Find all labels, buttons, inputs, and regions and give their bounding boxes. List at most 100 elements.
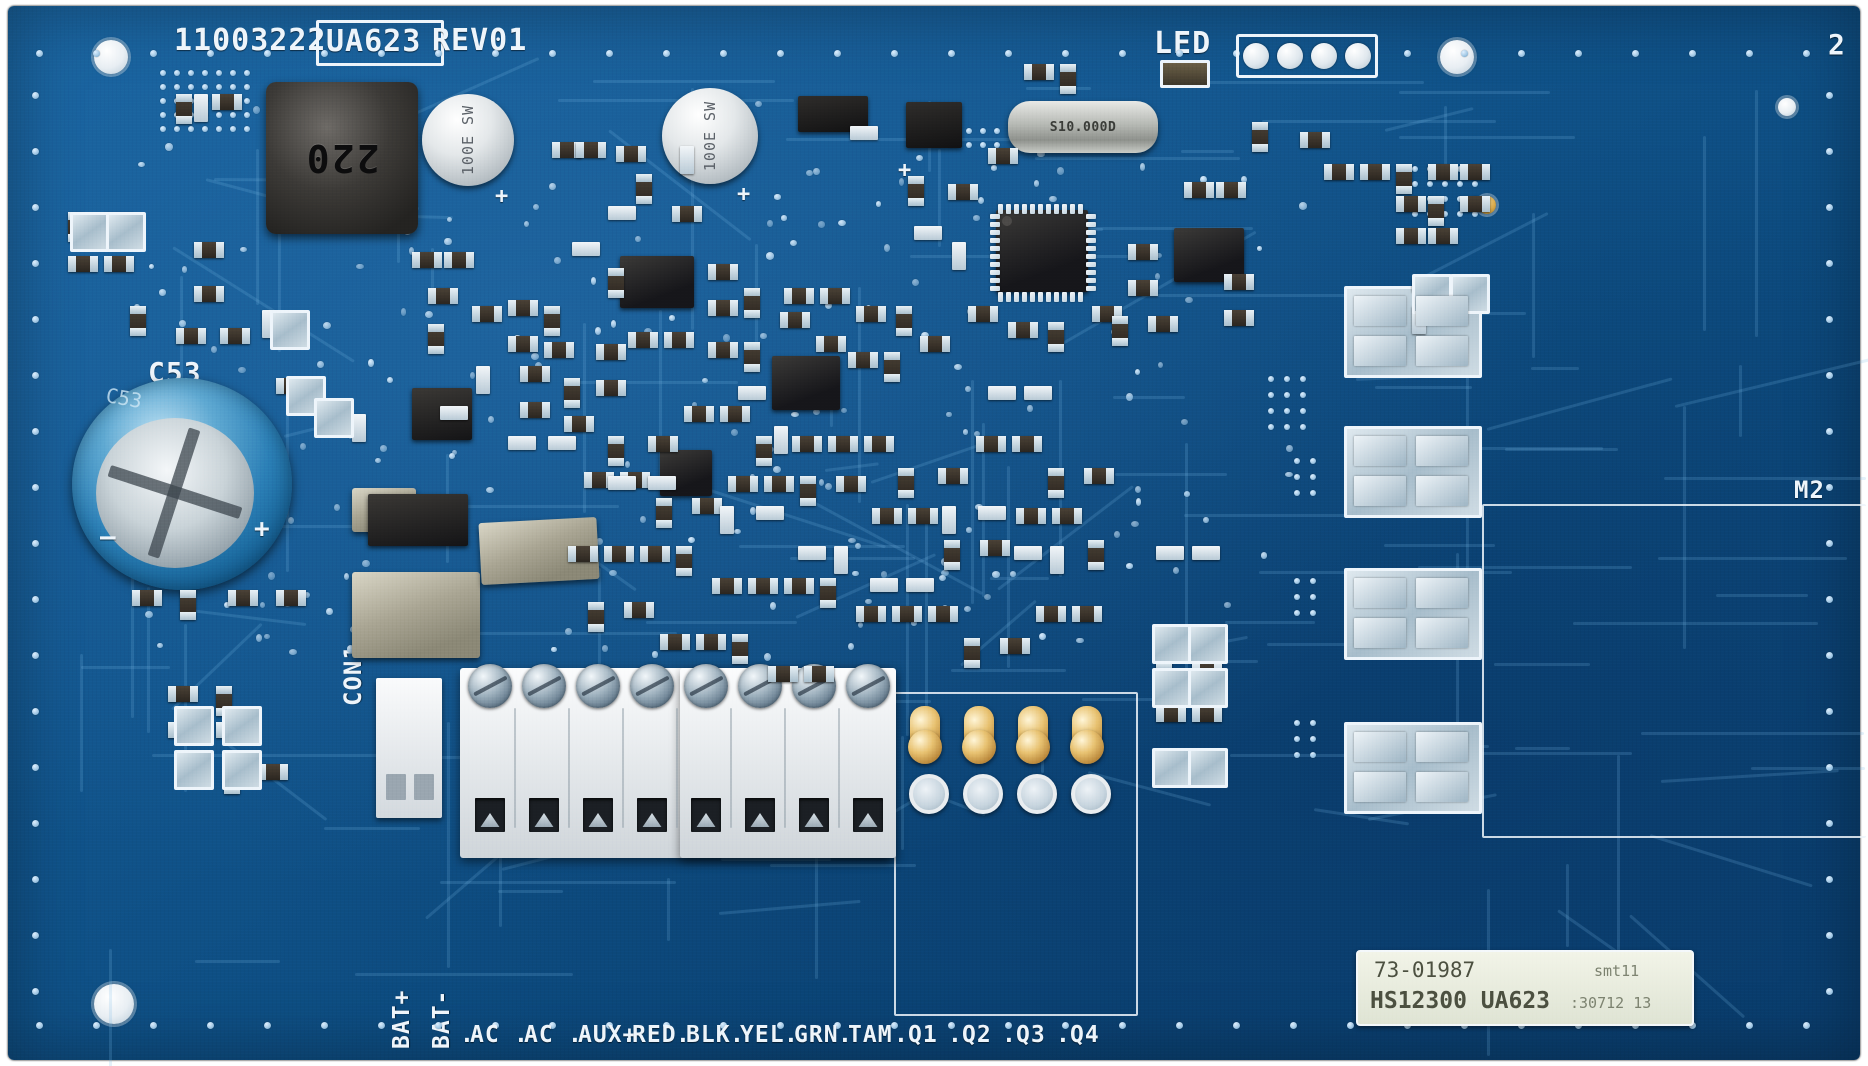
smd-component: [648, 476, 676, 490]
via: [387, 377, 394, 384]
gold-terminal-ring[interactable]: [1017, 774, 1057, 814]
via: [1233, 1022, 1240, 1029]
smd-component: [1012, 436, 1042, 452]
smd-component: [816, 336, 846, 352]
smd-component: [1016, 508, 1046, 524]
via: [773, 194, 782, 200]
via: [150, 1022, 157, 1029]
terminal-label-blk: BLK: [686, 1022, 731, 1048]
trace: [1142, 293, 1403, 297]
terminal-wire-hole: [853, 798, 883, 832]
via: [252, 106, 261, 114]
via: [1826, 596, 1833, 603]
smd-component: [1428, 164, 1458, 180]
gold-terminal-head[interactable]: [1016, 730, 1050, 764]
header-pad[interactable]: [1277, 43, 1303, 69]
via: [304, 591, 311, 598]
via: [1442, 196, 1448, 202]
smd-component: [444, 252, 474, 268]
terminal-label-q3: Q3: [1016, 1022, 1046, 1048]
via: [202, 70, 208, 76]
via: [446, 216, 453, 223]
via: [1119, 50, 1126, 57]
terminal-wire-hole: [691, 798, 721, 832]
via: [1427, 181, 1433, 187]
via: [838, 219, 846, 226]
via: [451, 449, 458, 456]
via: [1472, 211, 1478, 217]
via: [854, 543, 861, 550]
terminal-screw[interactable]: [468, 664, 512, 708]
ic-pin: [998, 292, 1003, 302]
smd-component: [884, 352, 900, 382]
via: [1009, 571, 1016, 577]
silk-cap-polarity: +: [737, 182, 752, 207]
via: [230, 126, 236, 132]
terminal-screw[interactable]: [522, 664, 566, 708]
silk-bat-positive: BAT+: [389, 989, 415, 1049]
via: [1203, 517, 1209, 524]
gold-terminal-head[interactable]: [1070, 730, 1104, 764]
tinned-pad: [1152, 748, 1192, 788]
terminal-screw[interactable]: [630, 664, 674, 708]
trace: [1716, 594, 1809, 598]
smd-component: [228, 590, 258, 606]
smd-component: [978, 506, 1006, 520]
terminal-screw[interactable]: [576, 664, 620, 708]
via: [750, 507, 756, 516]
via: [264, 1022, 271, 1029]
via: [1412, 166, 1418, 172]
smd-component: [1148, 316, 1178, 332]
smd-component: [220, 328, 250, 344]
smd-component: [168, 686, 198, 702]
trace: [990, 576, 1049, 580]
ic-pin: [1014, 204, 1019, 214]
via: [344, 572, 350, 581]
via: [891, 50, 898, 57]
trace: [1082, 697, 1218, 701]
ic-pin: [1086, 246, 1096, 251]
header-pad[interactable]: [1345, 43, 1371, 69]
via: [230, 112, 236, 118]
trace: [1486, 377, 1673, 432]
via: [769, 601, 776, 610]
terminal-screw[interactable]: [684, 664, 728, 708]
via: [1135, 485, 1142, 493]
smd-component: [744, 342, 760, 372]
via: [606, 50, 613, 57]
sticker-line1: 73-01987: [1374, 958, 1476, 982]
terminal-label-ac: AC: [470, 1022, 500, 1048]
trace: [1702, 136, 1706, 332]
tinned-pad: [314, 398, 354, 438]
via: [916, 155, 924, 162]
silk-led-label: LED: [1154, 26, 1212, 61]
via: [1310, 736, 1316, 742]
header-pad[interactable]: [1243, 43, 1269, 69]
smd-component: [1024, 64, 1054, 80]
via: [819, 479, 825, 487]
gold-terminal-ring[interactable]: [1071, 774, 1111, 814]
ic-pin: [1062, 292, 1067, 302]
gold-terminal-head[interactable]: [908, 730, 942, 764]
via: [595, 537, 603, 546]
smd-component: [942, 506, 956, 534]
header-pad[interactable]: [1311, 43, 1337, 69]
smd-component: [180, 590, 196, 620]
gold-terminal-ring[interactable]: [909, 774, 949, 814]
via: [1826, 204, 1833, 211]
mounting-hole: [94, 984, 134, 1024]
battery-connector-con1[interactable]: [376, 678, 442, 818]
via: [322, 321, 331, 329]
via: [1185, 296, 1193, 304]
trace: [1183, 514, 1378, 518]
smd-component: [748, 578, 778, 594]
power-inductor: 220: [266, 82, 418, 234]
trace: [1515, 746, 1571, 750]
smd-component: [964, 638, 980, 668]
sticker-line2-right: :30712 13: [1570, 994, 1652, 1012]
gold-terminal-head[interactable]: [962, 730, 996, 764]
smd-component: [1224, 274, 1254, 290]
terminal-screw[interactable]: [846, 664, 890, 708]
gold-terminal-ring[interactable]: [963, 774, 1003, 814]
via: [1154, 272, 1161, 281]
